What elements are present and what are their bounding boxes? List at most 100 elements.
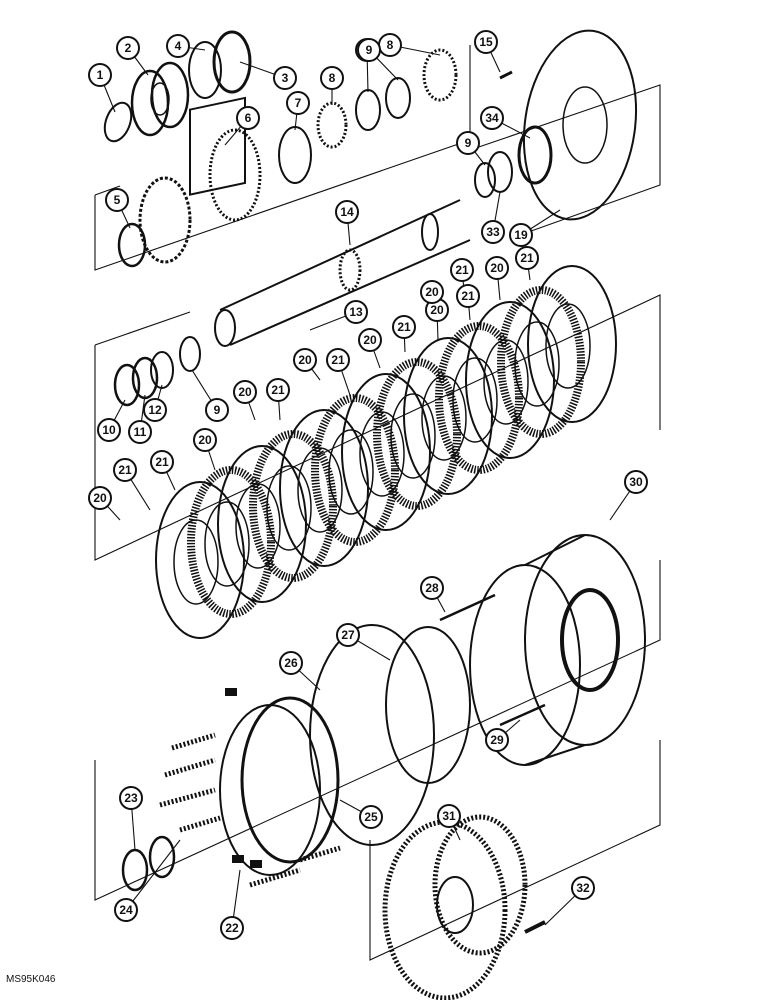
- callout-bubble: [624, 470, 648, 494]
- callout-bubble: [326, 348, 350, 372]
- callout-number: 9: [465, 136, 472, 150]
- bearing-11: [131, 356, 159, 400]
- callout-bubble: [344, 300, 368, 324]
- callout-number: 3: [282, 71, 289, 85]
- snap-ring-23a: [121, 848, 149, 892]
- callout-9: 9: [205, 398, 229, 422]
- callout-number: 5: [114, 193, 121, 207]
- snap-ring-9b: [385, 77, 411, 119]
- callout-3: 3: [273, 66, 297, 90]
- callout-21: 21: [450, 258, 474, 282]
- callout-21: 21: [150, 450, 174, 474]
- callout-20: 20: [293, 348, 317, 372]
- callout-bubble: [128, 420, 152, 444]
- callout-number: 21: [520, 251, 534, 265]
- callout-number: 33: [486, 225, 500, 239]
- callout-number: 23: [124, 791, 138, 805]
- callout-number: 21: [271, 383, 285, 397]
- friction-disc: [249, 430, 337, 582]
- steel-plate: [155, 481, 245, 639]
- pin-28: [439, 593, 496, 622]
- callout-number: 1: [97, 68, 104, 82]
- callout-bubble: [437, 804, 461, 828]
- callout-bubble: [266, 378, 290, 402]
- callout-number: 21: [155, 455, 169, 469]
- callout-bubble: [357, 38, 381, 62]
- frame-top-assembly: [94, 45, 471, 271]
- callout-22: 22: [220, 916, 244, 940]
- flange-plate-19: [522, 29, 638, 221]
- callout-number: 8: [387, 38, 394, 52]
- callout-bubble: [143, 398, 167, 422]
- snap-ring-9a: [355, 89, 381, 131]
- callout-number: 30: [629, 475, 643, 489]
- callout-number: 20: [93, 491, 107, 505]
- leader-line: [125, 839, 181, 911]
- callout-21: 21: [456, 284, 480, 308]
- steel-plate: [341, 373, 431, 531]
- callout-number: 7: [295, 96, 302, 110]
- callout-21: 21: [515, 246, 539, 270]
- callout-number: 12: [148, 403, 162, 417]
- callout-bubble: [205, 398, 229, 422]
- callout-number: 20: [363, 333, 377, 347]
- callout-number: 8: [329, 71, 336, 85]
- callout-bubble: [359, 805, 383, 829]
- frame-gear: [369, 740, 661, 961]
- callout-bubble: [480, 106, 504, 130]
- bearing-34: [517, 125, 553, 185]
- callout-number: 4: [175, 39, 182, 53]
- callout-bubble: [571, 876, 595, 900]
- callout-number: 21: [118, 463, 132, 477]
- callout-bubble: [88, 486, 112, 510]
- callout-bubble: [456, 131, 480, 155]
- callout-bubble: [485, 256, 509, 280]
- callout-bubble: [474, 30, 498, 54]
- callout-number: 20: [425, 285, 439, 299]
- callout-bubble: [481, 220, 505, 244]
- bolt-15: [499, 70, 513, 80]
- callout-32: 32: [571, 876, 595, 900]
- bearing-2: [130, 61, 190, 137]
- snap-ring-1: [103, 101, 133, 143]
- callout-bubble: [97, 418, 121, 442]
- callout-bubble: [420, 576, 444, 600]
- callout-number: 15: [479, 35, 493, 49]
- callout-number: 11: [134, 425, 147, 439]
- callout-bubble: [114, 898, 138, 922]
- callout-9: 9: [357, 38, 381, 62]
- plug-32: [524, 920, 546, 934]
- callout-bubble: [509, 223, 533, 247]
- callout-20: 20: [420, 280, 444, 304]
- callout-number: 29: [490, 733, 504, 747]
- callout-bubble: [236, 106, 260, 130]
- callout-7: 7: [286, 91, 310, 115]
- callout-number: 21: [331, 353, 345, 367]
- callout-20: 20: [358, 328, 382, 352]
- callout-bubble: [335, 200, 359, 224]
- callout-bubble: [113, 458, 137, 482]
- callout-14: 14: [335, 200, 359, 224]
- figure-reference-code: MS95K046: [6, 974, 56, 985]
- callout-8: 8: [320, 66, 344, 90]
- ring-12: [150, 351, 174, 389]
- plate-bore: [266, 465, 312, 551]
- callout-labels: 1234567889915349331914131211109202120212…: [88, 30, 648, 940]
- callout-21: 21: [392, 315, 416, 339]
- callout-number: 19: [514, 228, 528, 242]
- callout-11: 11: [128, 420, 152, 444]
- callout-8: 8: [378, 33, 402, 57]
- callout-number: 20: [298, 353, 312, 367]
- callout-bubble: [105, 188, 129, 212]
- callout-2: 2: [116, 36, 140, 60]
- callout-1: 1: [88, 63, 112, 87]
- steel-plate: [527, 265, 617, 423]
- callout-4: 4: [166, 34, 190, 58]
- callout-number: 20: [490, 261, 504, 275]
- steel-plate: [465, 301, 555, 459]
- friction-disc: [435, 322, 523, 474]
- callout-bubble: [320, 66, 344, 90]
- friction-disc: [311, 394, 399, 546]
- callout-number: 13: [349, 305, 363, 319]
